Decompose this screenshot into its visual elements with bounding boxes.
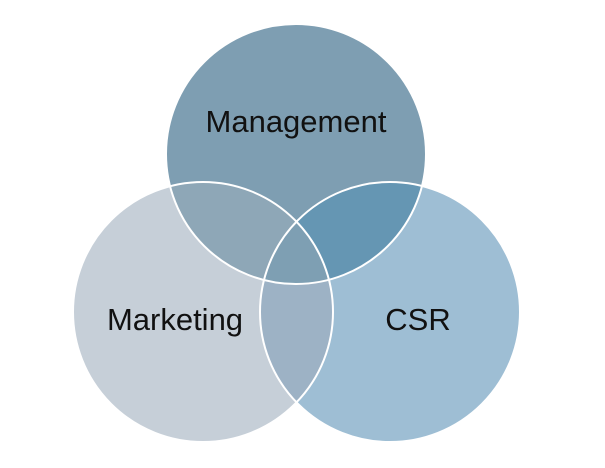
management-csr-overlap	[260, 182, 426, 284]
csr-outline	[259, 181, 521, 443]
csr-label: CSR	[385, 302, 450, 337]
management-marketing-overlap	[166, 182, 333, 284]
management-outline	[165, 23, 427, 285]
marketing-outline	[72, 181, 334, 443]
management-label: Management	[206, 104, 387, 139]
marketing-label: Marketing	[107, 302, 243, 337]
